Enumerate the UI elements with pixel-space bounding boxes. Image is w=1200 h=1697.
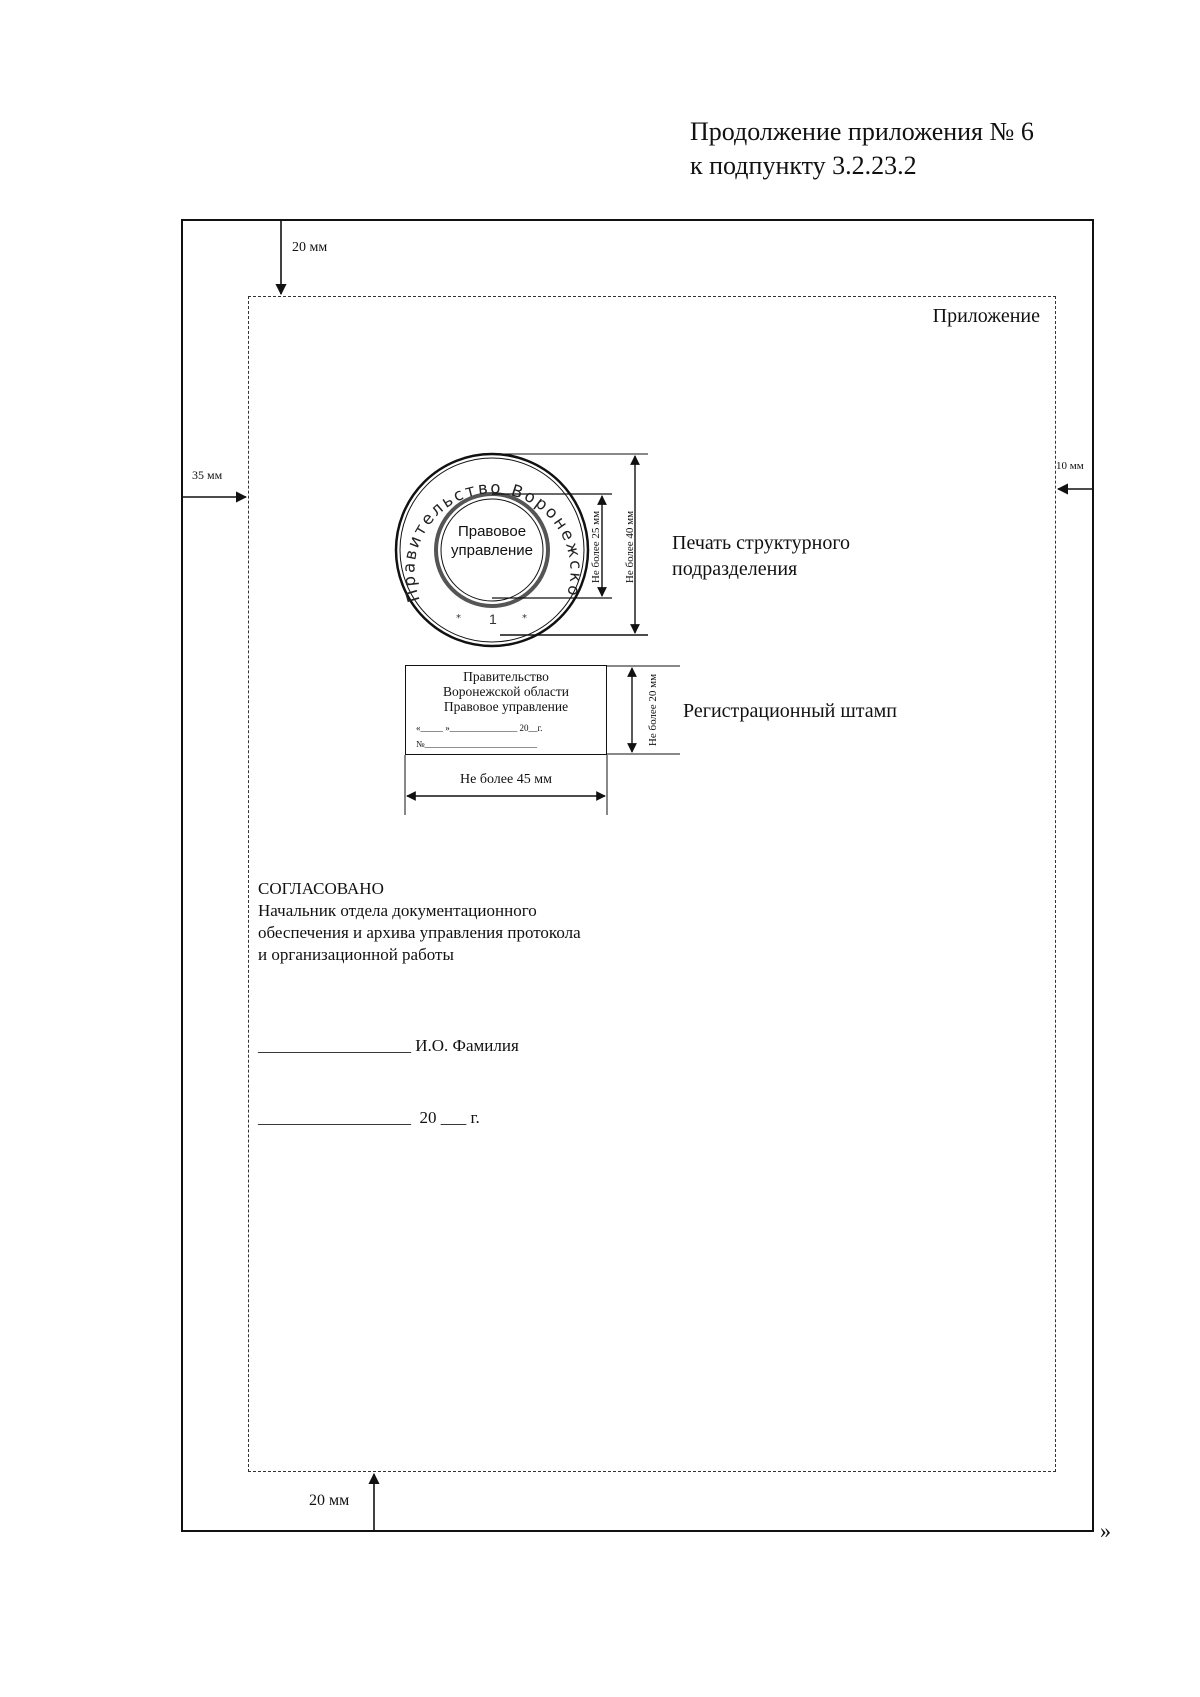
stamp-line-3: Правовое управление <box>443 699 569 714</box>
margin-left-label: 35 мм <box>192 468 223 482</box>
seal-ring-text: Правительство Воронежской области <box>0 0 586 605</box>
header-line-1: Продолжение приложения № 6 <box>690 117 1034 146</box>
registration-stamp: Правительство Воронежской области Правов… <box>405 665 607 755</box>
approval-line-1: Начальник отдела документационного <box>258 901 537 920</box>
signature-line: __________________ И.О. Фамилия <box>258 1036 519 1055</box>
stamp-line-2: Воронежской области <box>443 684 569 699</box>
approval-block: СОГЛАСОВАНО Начальник отдела документаци… <box>258 878 581 966</box>
closing-quote-mark: » <box>1100 1518 1111 1543</box>
seal-ring-text-path: Правительство Воронежской области <box>0 0 583 605</box>
stamp-height-dim-label: Не более 20 мм <box>647 673 659 747</box>
seal-caption-line-1: Печать структурного <box>672 532 851 554</box>
signature-block: __________________ И.О. Фамилия ________… <box>258 986 519 1154</box>
stamp-width-dim-label: Не более 45 мм <box>460 772 552 787</box>
page-outline <box>181 219 1094 1532</box>
stamp-caption: Регистрационный штамп <box>683 700 897 722</box>
print-area-outline <box>248 296 1056 1472</box>
approval-line-3: и организационной работы <box>258 945 454 964</box>
seal-inner-ring-edge <box>440 498 544 602</box>
seal-star-left: * <box>456 613 461 624</box>
seal-outer-dim-label: Не более 40 мм <box>624 510 636 584</box>
margin-right-label: 10 мм <box>1056 460 1084 472</box>
seal-outer-ring <box>394 452 590 648</box>
margin-top-label: 20 мм <box>292 240 328 255</box>
seal-inner-dim-label: Не более 25 мм <box>590 510 602 584</box>
seal-outer-ring-inner <box>399 457 585 643</box>
header-line-2: к подпункту 3.2.23.2 <box>690 151 917 180</box>
approval-title: СОГЛАСОВАНО <box>258 879 384 898</box>
stamp-number-field: №_________________________ <box>416 739 538 749</box>
seal-caption-line-2: подразделения <box>672 558 798 580</box>
stamp-fields: «_____ »_______________ 20__г. №________… <box>406 720 606 752</box>
stamp-line-1: Правительство <box>463 669 549 684</box>
signature-date-line: __________________ 20 ___ г. <box>258 1108 480 1127</box>
seal-center-line-2: управление <box>451 542 533 559</box>
seal-center-line-1: Правовое <box>458 523 526 540</box>
approval-line-2: обеспечения и архива управления протокол… <box>258 923 581 942</box>
document-header: Продолжение приложения № 6 к подпункту 3… <box>690 115 1034 183</box>
margin-bottom-label: 20 мм <box>309 1492 350 1509</box>
seal-number: 1 <box>489 611 497 627</box>
seal-star-right: * <box>522 613 527 624</box>
seal-caption: Печать структурного подразделения <box>672 530 850 582</box>
stamp-date-field: «_____ »_______________ 20__г. <box>416 723 543 733</box>
appendix-label: Приложение <box>932 305 1040 327</box>
